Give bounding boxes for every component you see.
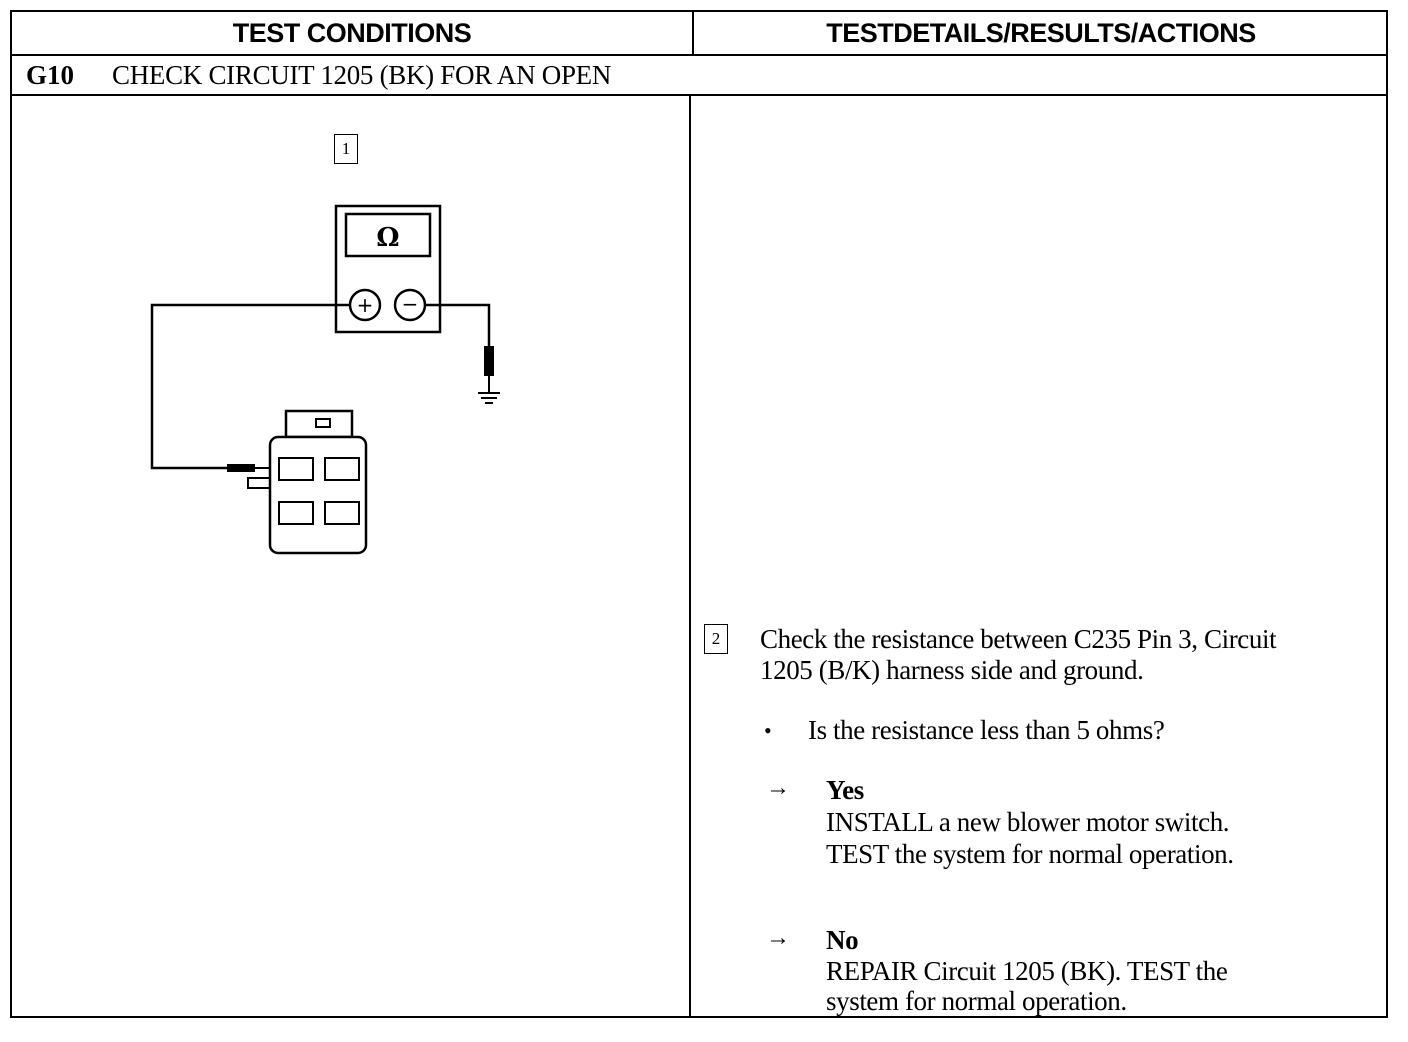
ohmmeter-display (344, 212, 432, 258)
header-divider (12, 54, 1386, 56)
no-label: No (826, 925, 859, 955)
negative-probe (484, 346, 494, 376)
header-test-details: TESTDETAILS/RESULTS/ACTIONS (826, 17, 1256, 48)
negative-symbol: − (402, 292, 419, 316)
connector-pin-2 (324, 457, 360, 481)
bullet-point: • (764, 718, 772, 743)
step-id: G10 (26, 59, 75, 90)
yes-arrow-icon: → (766, 775, 790, 801)
callout-2: 2 (704, 624, 728, 654)
column-divider (689, 94, 691, 1018)
yes-action-line-1: INSTALL a new blower motor switch. (826, 807, 1230, 837)
positive-lead (150, 303, 350, 470)
step-title: CHECK CIRCUIT 1205 (BK) FOR AN OPEN (112, 59, 612, 90)
negative-lead (425, 303, 491, 346)
question-text: Is the resistance less than 5 ohms? (808, 715, 1165, 745)
connector-pin-3 (278, 501, 314, 525)
header-test-conditions: TEST CONDITIONS (12, 12, 694, 54)
callout-1: 1 (334, 134, 358, 164)
connector-pin-4 (324, 501, 360, 525)
ohmmeter-diagram: Ω + − (150, 204, 500, 555)
no-arrow-icon: → (766, 925, 790, 951)
connector-pin-1 (278, 457, 314, 481)
step-title-row: G10 CHECK CIRCUIT 1205 (BK) FOR AN OPEN (12, 56, 1386, 94)
yes-action-line-2: TEST the system for normal operation. (826, 839, 1234, 869)
positive-probe (227, 464, 255, 472)
instruction-line-1: Check the resistance between C235 Pin 3,… (760, 624, 1277, 654)
yes-label: Yes (826, 775, 864, 805)
ohm-symbol: Ω (376, 223, 399, 253)
connector-body (268, 435, 368, 555)
no-action-line-2: system for normal operation. (826, 986, 1127, 1016)
procedure-table: TEST CONDITIONS TESTDETAILS/RESULTS/ACTI… (10, 10, 1388, 1018)
step-divider (12, 94, 1386, 96)
positive-symbol: + (357, 293, 374, 317)
no-action-line-1: REPAIR Circuit 1205 (BK). TEST the (826, 956, 1228, 986)
instruction-line-2: 1205 (B/K) harness side and ground. (760, 655, 1144, 685)
